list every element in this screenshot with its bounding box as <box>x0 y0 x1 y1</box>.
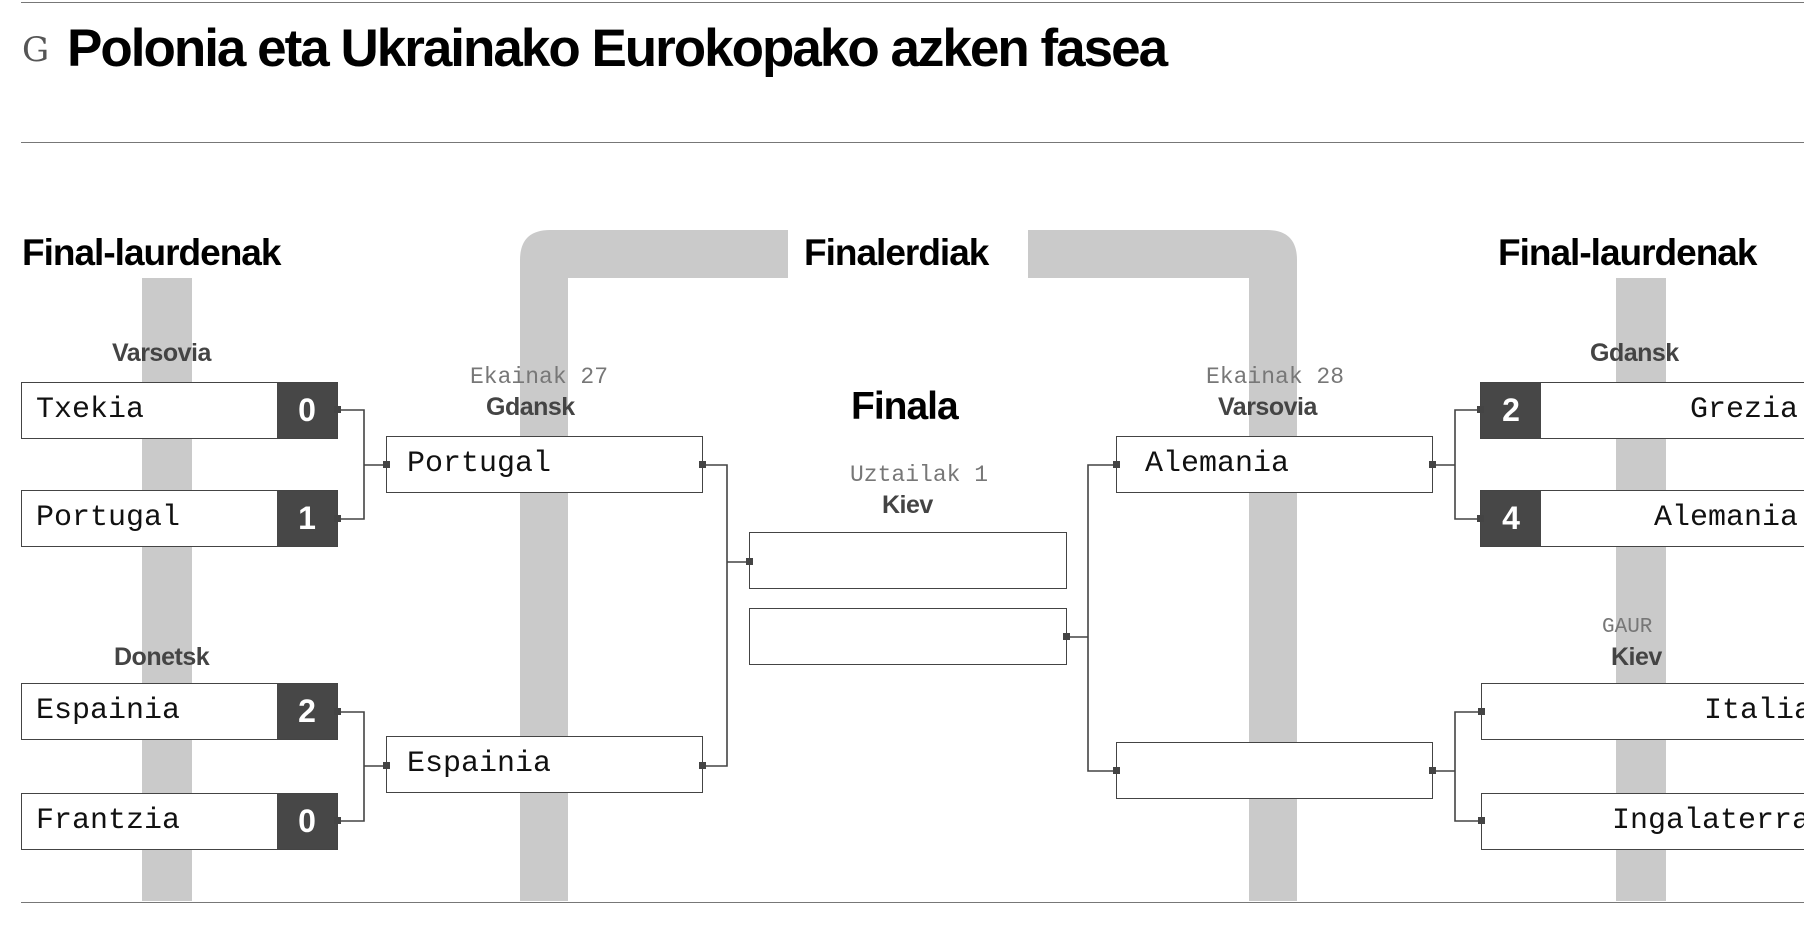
match-date: GAUR <box>1602 616 1653 639</box>
page-title: Polonia eta Ukrainako Eurokopako azken f… <box>67 19 1168 78</box>
final-slot-bottom <box>749 608 1067 665</box>
score-badge: 2 <box>277 684 337 739</box>
match-date: Uztailak 1 <box>850 462 989 488</box>
semi-slot-right-bottom <box>1116 742 1433 799</box>
final-slot-top <box>749 532 1067 589</box>
bottom-rule <box>21 902 1804 903</box>
score-badge: 4 <box>1481 491 1541 546</box>
team-name: Espainia <box>36 694 181 728</box>
team-name: Italia <box>1704 694 1804 728</box>
team-name: Alemania <box>1145 447 1290 481</box>
team-name: Alemania <box>1653 501 1798 535</box>
team-name: Espainia <box>407 747 552 781</box>
score-badge: 0 <box>277 794 337 849</box>
team-name: Grezia <box>1689 393 1798 427</box>
connector-sl <box>703 464 728 767</box>
match-slot-espainia: Espainia 2 <box>21 683 338 740</box>
venue-label: Donetsk <box>114 643 210 671</box>
match-slot-ingalaterra: Ingalaterra <box>1481 793 1804 850</box>
score-badge: 1 <box>277 491 337 546</box>
semi-slot-left-top: Portugal <box>386 436 703 493</box>
match-slot-frantzia: Frantzia 0 <box>21 793 338 850</box>
match-slot-portugal: Portugal 1 <box>21 490 338 547</box>
top-rule <box>21 2 1804 3</box>
venue-label: Gdansk <box>1590 339 1679 367</box>
connector-sr <box>1067 464 1116 772</box>
connector-qr2 <box>1433 711 1481 822</box>
venue-label: Varsovia <box>112 339 211 367</box>
semi-slot-left-bottom: Espainia <box>386 736 703 793</box>
team-name: Frantzia <box>36 804 181 838</box>
team-name: Portugal <box>407 447 552 481</box>
semi-slot-right-top: Alemania <box>1116 436 1433 493</box>
venue-label: Varsovia <box>1218 393 1317 421</box>
match-slot-grezia: 2 Grezia <box>1480 382 1804 439</box>
connector-qr1 <box>1433 409 1480 520</box>
match-slot-italia: Italia <box>1481 683 1804 740</box>
connector-ql1 <box>338 409 365 520</box>
round-header-semis: Finalerdiak <box>804 232 989 273</box>
team-name: Txekia <box>36 393 145 427</box>
match-date: Ekainak 27 <box>470 364 609 390</box>
header-rule <box>21 142 1804 143</box>
score-badge: 2 <box>1481 383 1541 438</box>
score-badge: 0 <box>277 383 337 438</box>
newspaper-logo: G <box>22 30 50 70</box>
final-header: Finala <box>851 385 959 428</box>
connector-ql2 <box>338 711 365 822</box>
venue-label: Gdansk <box>486 393 575 421</box>
round-header-quarter-left: Final-laurdenak <box>22 232 281 273</box>
match-slot-alemania: 4 Alemania <box>1480 490 1804 547</box>
round-header-quarter-right: Final-laurdenak <box>1498 232 1757 273</box>
venue-label: Kiev <box>1611 643 1662 671</box>
team-name: Ingalaterra <box>1612 804 1804 838</box>
match-slot-txekia: Txekia 0 <box>21 382 338 439</box>
match-date: Ekainak 28 <box>1206 364 1345 390</box>
team-name: Portugal <box>36 501 181 535</box>
venue-label: Kiev <box>882 491 933 519</box>
